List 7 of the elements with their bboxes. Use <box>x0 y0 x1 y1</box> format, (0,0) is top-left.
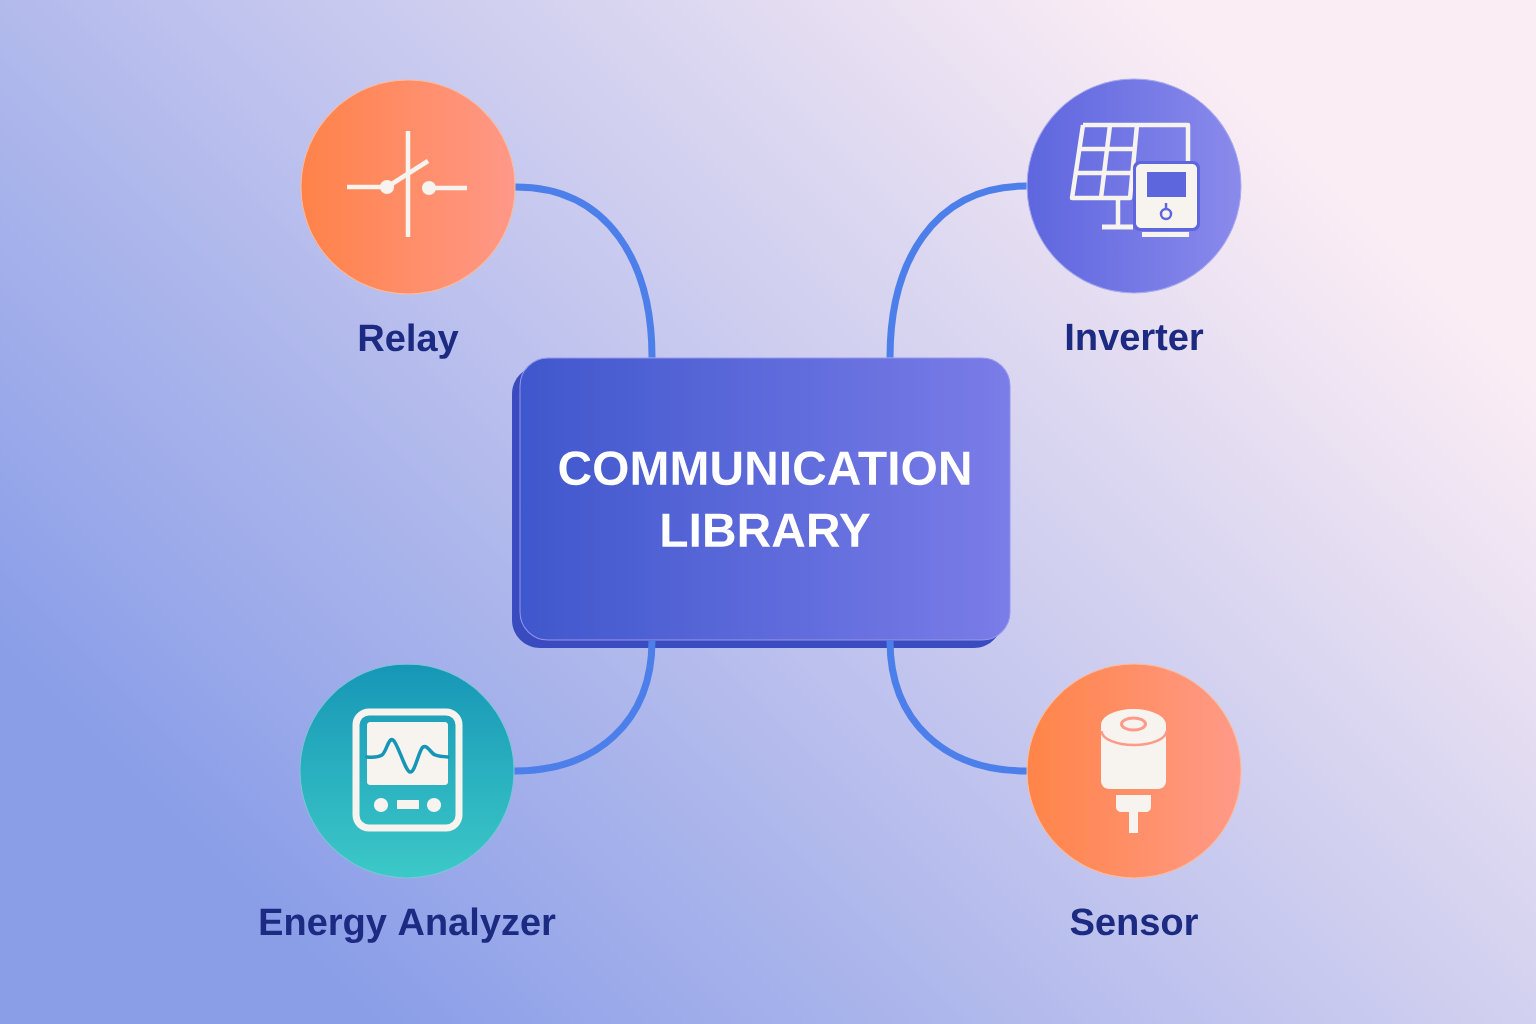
node-label: Relay <box>359 323 459 359</box>
node-label: Energy Analyzer <box>260 907 556 944</box>
connector <box>515 183 656 358</box>
connector <box>514 640 656 775</box>
node-label: Inverter <box>1066 323 1204 351</box>
central-box: COMMUNICATION LIBRARY <box>512 357 1011 648</box>
node-label: Sensor <box>1070 908 1198 936</box>
